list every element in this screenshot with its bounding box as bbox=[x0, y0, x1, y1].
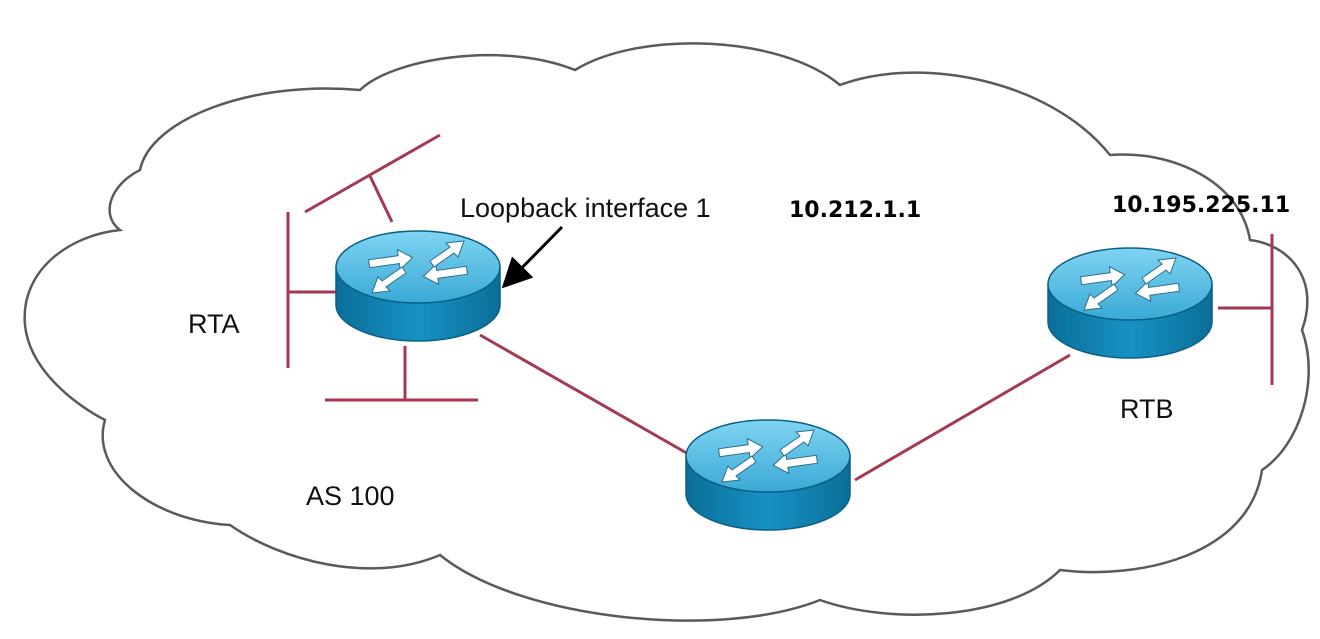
router-middle[interactable] bbox=[685, 419, 851, 531]
rta-lan-top-tap bbox=[368, 175, 394, 223]
rta-label: RTA bbox=[188, 309, 240, 339]
link-middle-rtb bbox=[854, 353, 1071, 482]
loopback-arrow bbox=[501, 225, 564, 289]
rtb-label: RTB bbox=[1120, 394, 1174, 424]
link-rta-middle bbox=[479, 333, 691, 457]
rta-lan-top-segment bbox=[304, 133, 441, 214]
loopback-label: Loopback interface 1 bbox=[460, 193, 711, 223]
router-rta[interactable] bbox=[335, 230, 501, 342]
rtb-ip: 10.195.225.11 bbox=[1112, 193, 1290, 218]
as-label: AS 100 bbox=[306, 481, 395, 511]
loopback-ip: 10.212.1.1 bbox=[789, 198, 921, 223]
router-rtb[interactable] bbox=[1047, 247, 1213, 359]
